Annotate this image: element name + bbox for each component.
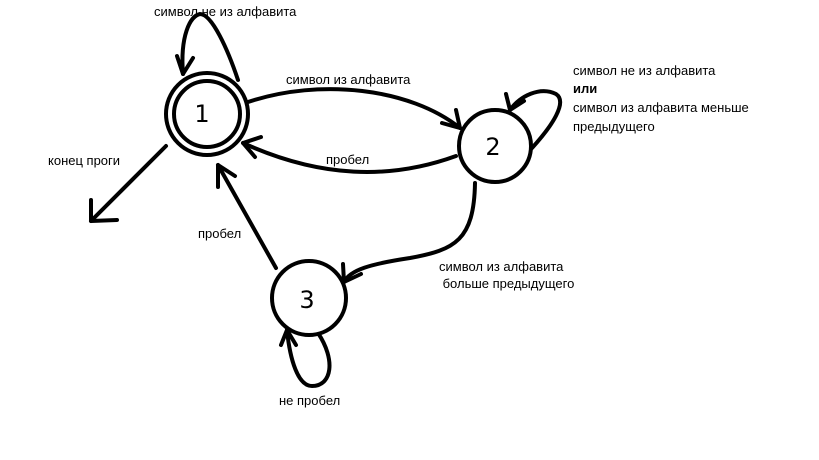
label-2-to-3-line-1: символ из алфавита — [439, 259, 564, 274]
label-3-to-3: не пробел — [279, 393, 340, 408]
edge-1-to-2 — [246, 87, 462, 130]
label-1-to-1: символ не из алфавита — [154, 4, 297, 19]
edge-3-to-3 — [279, 328, 332, 388]
label-2-to-2-line-1: символ не из алфавита — [573, 63, 716, 78]
state-3: 3 — [270, 259, 348, 337]
edge-1-to-1 — [175, 12, 240, 82]
state-1: 1 — [164, 71, 250, 157]
edge-exit — [89, 144, 168, 223]
label-exit: конец проги — [48, 153, 120, 168]
label-2-to-2-line-3: символ из алфавита меньше — [573, 100, 749, 115]
edge-3-to-1 — [216, 163, 278, 270]
label-2-to-3-line-2: больше предыдущего — [439, 276, 574, 291]
edge-2-to-1 — [241, 135, 458, 174]
state-1-label: 1 — [194, 100, 209, 128]
label-1-to-2: символ из алфавита — [286, 72, 411, 87]
label-2-to-1: пробел — [326, 152, 369, 167]
state-3-label: 3 — [299, 286, 314, 314]
state-2-label: 2 — [485, 133, 500, 161]
label-2-to-2-line-2: или — [573, 81, 597, 96]
label-3-to-1: пробел — [198, 226, 241, 241]
edge-2-to-2 — [504, 89, 563, 150]
label-2-to-2-line-4: предыдущего — [573, 119, 655, 134]
state-2: 2 — [457, 108, 533, 184]
